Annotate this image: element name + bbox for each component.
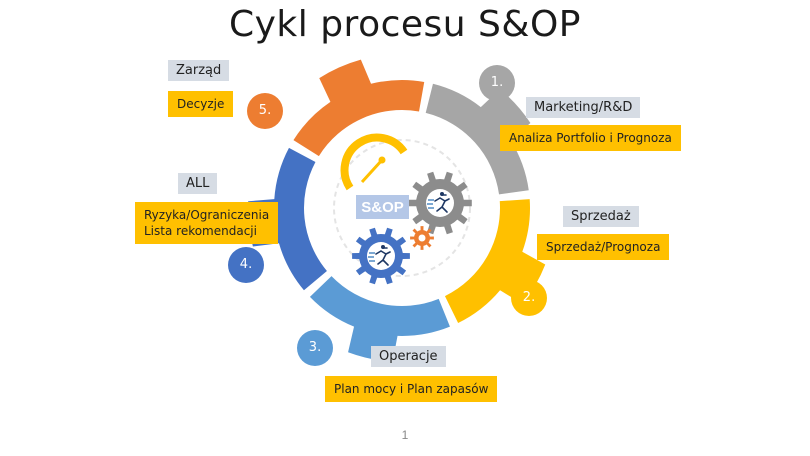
page-number: 1	[401, 428, 409, 442]
gear-ring	[248, 59, 546, 362]
step-1-heading: Marketing/R&D	[526, 97, 641, 118]
step-1-content-line: Analiza Portfolio i Prognoza	[509, 131, 672, 145]
ring-segment-step-3	[309, 276, 450, 362]
step-4-content-line-2: Lista rekomendacji	[144, 224, 257, 238]
step-2-content-line: Sprzedaż/Prognoza	[546, 240, 661, 254]
page-title: Cykl procesu S&OP	[228, 4, 582, 45]
step-2-heading: Sprzedaż	[563, 206, 639, 227]
ring-segment-step-4	[248, 147, 327, 291]
step-4-content: Ryzyka/Ograniczenia Lista rekomendacji	[135, 202, 279, 244]
center-label-box	[356, 195, 409, 219]
step-3-content-line: Plan mocy i Plan zapasów	[334, 382, 489, 396]
step-4-number-badge: 4.	[228, 247, 264, 283]
orange-gear-icon	[410, 226, 434, 250]
step-1-content: Analiza Portfolio i Prognoza	[500, 125, 681, 151]
step-1-number-badge: 1.	[479, 65, 515, 101]
step-5-content-line: Decyzje	[177, 97, 225, 111]
step-4-heading: ALL	[178, 173, 218, 194]
step-4-content-line-1: Ryzyka/Ograniczenia	[144, 208, 270, 222]
step-3-number-badge: 3.	[297, 330, 333, 366]
center-label: S&OP	[361, 199, 404, 216]
step-3-heading: Operacje	[371, 346, 446, 367]
step-2-number-badge: 2.	[511, 280, 547, 316]
grey-gear-icon	[408, 171, 472, 235]
gauge-icon	[340, 133, 408, 191]
inner-dashed-circle	[333, 139, 471, 277]
step-5-content: Decyzje	[168, 91, 234, 117]
step-5-number-badge: 5.	[247, 93, 283, 129]
ring-segment-step-5	[293, 59, 425, 157]
step-3-content: Plan mocy i Plan zapasów	[325, 376, 498, 402]
blue-gear-icon	[352, 227, 410, 285]
ring-segment-step-1	[425, 83, 531, 195]
step-5-heading: Zarząd	[168, 60, 230, 81]
step-2-content: Sprzedaż/Prognoza	[537, 234, 670, 260]
